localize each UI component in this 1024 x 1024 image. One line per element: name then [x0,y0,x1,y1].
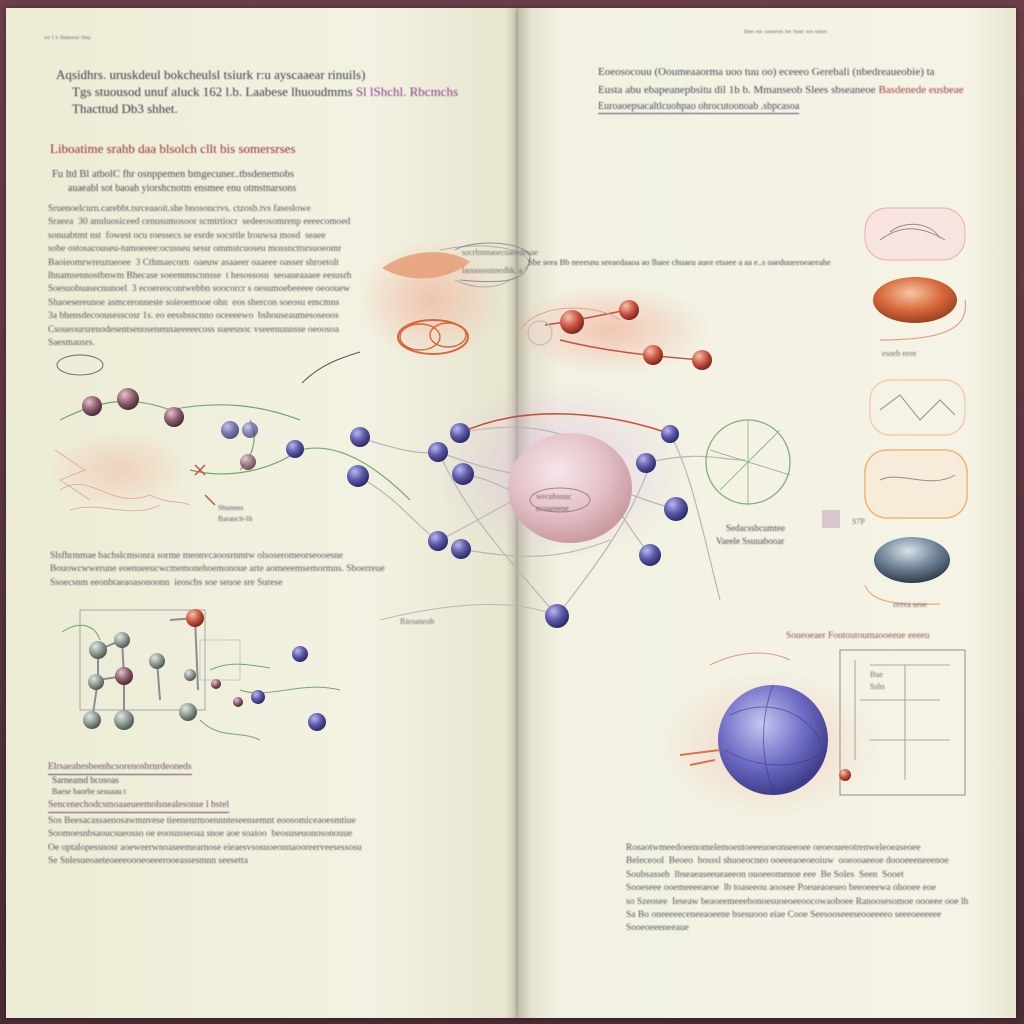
left-title-line2-text: Tgs stuousod unuf aluck 162 l.b. Laabese… [72,84,353,99]
schematic-label-1: Bue [870,670,883,679]
right-icon-caption-1: esoeb eeee [882,349,917,358]
left-running-head: ʷᵘ ᴵ ʰ ᴮᵃⁿᵉᵐᵘᵈ ᴰᵗᵉᵖ [44,34,91,43]
left-bottom-sub2: Baese baorbe sesuaau t [52,787,126,796]
left-bottom-sub1: Sarneamd bcosoas [52,775,119,785]
upper-molecule [510,285,712,375]
right-header-line2: Eusta abu ebapeanepbsitu dil 1b b. Mmans… [598,84,964,97]
right-running-head: ʰʰᵉᵉ ᵒᵘᵉ ᵘᵃⁿᵗᵉʳᵉᵗⁿ ʰᵉˢ ᵇˢᵃⁿʳ ᵐᵗˢ ᵉˢʰᵉʳˢ [744,28,827,37]
left-bottom-heading: Elrsaeahesbeenhcsorenosbrnrdeoneds [48,761,192,775]
callout-line1: socrlmmaoecuaeedeuae [462,248,538,257]
mini-label: S7P [852,517,865,526]
right-caption-2: Vaeele Ssuuabooar [716,536,785,546]
orange-organelle-sketch [301,240,531,384]
cell-label-2: ecoaeeeoe [536,504,569,513]
left-page [6,8,518,1018]
right-top-caption: Sbe seea Bb neeesnu seeaedaaoa ao lhaee … [528,257,831,267]
right-header-line3: Euroaoepsacaltlcuohpao ohrocutoonoab .sb… [598,101,800,114]
right-header-line1: Eoeosocouu (Ooumeaaorma uoo tuu oo) ecee… [598,66,935,78]
lower-right-sphere-diagram [660,649,966,820]
cell-label-1: wecubsouc [536,492,572,501]
left-intro-line1: Fu ltd Bl atbolC fhr osnppemen bmgecuner… [52,169,295,180]
callout-bubble [454,242,531,283]
callout-line2: laouoosunnedhk. a [462,266,522,275]
left-title-line3: Thacttud Db3 shhet. [72,101,178,116]
left-mid-caption: Slsfhrmmae bachslcmsonra sorme meonvcaoo… [50,551,385,588]
left-title-line2-highlight: Sl lShchl. Rbcmchs [355,84,459,99]
right-icon-caption-2: eeeea seoe [893,600,927,609]
right-lower-paragraph: Rosaotwmeedoeenomelemoentoeeeuoeonseeoee… [626,843,969,934]
lower-left-molecule [61,609,341,741]
left-small-caption: Sbunnes Baranclr-llt [218,503,253,523]
left-bottom-underlined: Sencenechodcsmoaaeueemolsnealesonse l bs… [48,799,229,813]
left-title-line1: Aqsidhrs. uruskdeul bokcheulsl tsiurk r:… [56,67,366,82]
schematic-label-2: Sshs [870,682,885,691]
central-network-diagram [357,380,746,628]
left-diagram-caption: Rieoaneoh [400,617,435,626]
right-lower-heading: Soueoeaer Foutoutoumaooeeue eeeeu [786,631,930,641]
right-column-icons [705,207,968,605]
left-bottom-paragraph: Sos Beesacassaenosawmnvese tieenenrmoenn… [48,816,362,867]
right-caption-1: Sedacssbcumtee [726,523,785,533]
left-section-heading: Liboatime srahb daa blsolch cllt bis som… [50,141,296,156]
right-header-line2-highlight: Basdenede eusbeae [878,84,964,96]
left-body-paragraph: Sruenoelcurn.carebbt.tsrceaaoit.she bnos… [48,204,352,349]
left-pathway-diagram [50,354,411,512]
right-header-line2-text: Eusta abu ebapeanepbsitu dil 1b b. Mmans… [598,84,876,96]
left-title-line2: Tgs stuousod unuf aluck 162 l.b. Laabese… [72,84,458,100]
left-intro-line2: auaeabl sot baoah yiorshcnotm ensmee enu… [68,183,297,194]
